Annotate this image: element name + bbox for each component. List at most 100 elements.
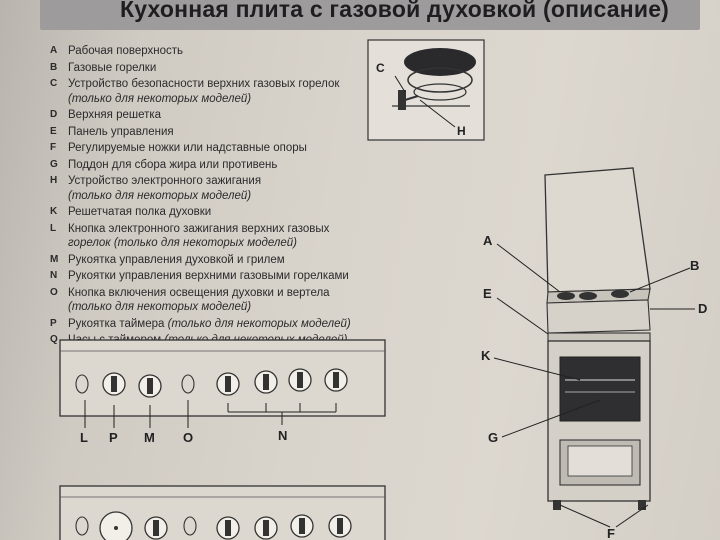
label-c: C bbox=[376, 61, 385, 75]
legend-letter: A bbox=[50, 45, 58, 56]
ignition-button bbox=[75, 374, 89, 394]
legend-letter: M bbox=[50, 253, 59, 265]
legend-text: Рукоятка управления духовкой и грилем bbox=[68, 253, 285, 266]
legend-item: C Устройство безопасности верхних газовых… bbox=[50, 77, 380, 106]
label-p: P bbox=[109, 430, 118, 445]
legend-text: Поддон для сбора жира или противень bbox=[68, 158, 278, 171]
title-bar bbox=[40, 0, 700, 30]
legend-text: Рабочая поверхность bbox=[68, 45, 183, 57]
burner-1 bbox=[557, 292, 575, 300]
oven-knob-grip bbox=[147, 378, 153, 394]
label-d: D bbox=[698, 301, 707, 316]
legend-text: Рукоятки управления верхними газовыми го… bbox=[68, 270, 349, 282]
legend-item: F Регулируемые ножки или надставные опоры bbox=[50, 141, 380, 156]
label-o: O bbox=[183, 430, 193, 445]
legend-text: Кнопка электронного зажигания верхних га… bbox=[68, 222, 330, 235]
burner-knob-4-grip bbox=[333, 372, 339, 388]
control-panel-diagram-2 bbox=[59, 485, 386, 540]
callout-h bbox=[419, 99, 456, 128]
label-g: G bbox=[488, 430, 498, 445]
timer-knob-grip bbox=[111, 376, 117, 392]
legend-item: A Рабочая поверхность bbox=[50, 44, 380, 59]
legend-letter: K bbox=[50, 206, 58, 217]
label-b: B bbox=[690, 258, 699, 273]
ignition-electrode bbox=[404, 95, 419, 101]
legend-text: Устройство безопасности верхних газовых … bbox=[68, 78, 340, 90]
legend-item: G Поддон для сбора жира или противень bbox=[50, 158, 380, 173]
legend-item: B Газовые горелки bbox=[50, 61, 380, 76]
ignition-button-2 bbox=[75, 516, 89, 536]
safety-device bbox=[398, 90, 406, 110]
callout-e bbox=[496, 297, 549, 335]
light-button bbox=[181, 374, 195, 394]
legend-text: Панель управления bbox=[68, 125, 174, 138]
legend-letter: P bbox=[50, 317, 57, 329]
callout-a bbox=[496, 243, 561, 293]
label-f: F bbox=[607, 526, 615, 540]
top-grate bbox=[546, 299, 651, 334]
burner-cap bbox=[404, 48, 476, 76]
legend-item: E Панель управления bbox=[50, 125, 380, 140]
legend-note: (только для некоторых моделей) bbox=[68, 189, 252, 202]
label-k: K bbox=[481, 348, 491, 363]
burner-knob-1-grip bbox=[225, 376, 231, 392]
label-h: H bbox=[457, 124, 466, 138]
legend-letter: D bbox=[50, 109, 58, 120]
legend-text: Газовые горелки bbox=[68, 61, 157, 74]
legend-text: Устройство электронного зажигания bbox=[68, 175, 262, 187]
control-panel bbox=[547, 332, 651, 342]
burner-knob-2-4-grip bbox=[337, 518, 343, 534]
burner-2 bbox=[579, 292, 597, 300]
burner-knob-2-grip bbox=[263, 374, 269, 390]
legend-text: Кнопка включения освещения духовки и вер… bbox=[68, 286, 330, 299]
legend-note: (только для некоторых моделей) bbox=[68, 92, 252, 105]
label-a: A bbox=[483, 233, 493, 248]
page-title: Кухонная плита с газовой духовкой (описа… bbox=[120, 0, 670, 22]
burner-3 bbox=[611, 290, 629, 298]
oven-cavity bbox=[559, 356, 641, 422]
legend-note: горелок (только для некоторых моделей) bbox=[68, 237, 297, 249]
legend-item: P Рукоятка таймера (только для некоторых … bbox=[50, 317, 380, 332]
stove-lid bbox=[544, 167, 651, 293]
legend-letter: B bbox=[50, 61, 58, 73]
foot-left bbox=[553, 500, 561, 510]
callout-f-right bbox=[615, 504, 649, 528]
burner-knob-3-grip bbox=[297, 372, 303, 388]
legend-letter: E bbox=[50, 125, 57, 137]
drawer-window bbox=[567, 445, 633, 477]
legend-text: Рукоятка таймера bbox=[68, 317, 165, 330]
burner-knob-2-2-grip bbox=[263, 520, 269, 536]
callout-b bbox=[629, 267, 691, 293]
legend-letter: L bbox=[50, 222, 57, 234]
callout-f-left bbox=[559, 504, 611, 528]
label-l: L bbox=[80, 430, 88, 445]
legend-text: Регулируемые ножки или надставные опоры bbox=[68, 142, 307, 154]
legend-letter: C bbox=[50, 78, 58, 89]
label-n: N bbox=[278, 428, 287, 443]
legend-letter: O bbox=[50, 286, 58, 298]
stove-diagram: A B D E K G F bbox=[481, 167, 707, 540]
legend-item: D Верхняя решетка bbox=[50, 108, 380, 123]
legend-item: M Рукоятка управления духовкой и грилем bbox=[50, 253, 380, 268]
oven-knob-2-grip bbox=[153, 520, 159, 536]
foot-right bbox=[638, 500, 646, 510]
burner-knob-2-3-grip bbox=[299, 518, 305, 534]
legend-item: L Кнопка электронного зажигания верхних г… bbox=[50, 222, 380, 251]
burner-detail-diagram: C H bbox=[367, 39, 485, 141]
callout-k bbox=[493, 357, 581, 381]
light-button-2 bbox=[183, 516, 197, 536]
label-m: M bbox=[144, 430, 155, 445]
legend-note: (только для некоторых моделей) bbox=[167, 317, 351, 330]
callout-c bbox=[394, 75, 406, 93]
burner-knob-2-1-grip bbox=[225, 520, 231, 536]
legend-letter: G bbox=[50, 158, 58, 170]
burner-ring bbox=[407, 67, 473, 93]
clock-center bbox=[114, 526, 118, 530]
legend-letter: F bbox=[50, 142, 57, 153]
legend-note: (только для некоторых моделей) bbox=[68, 301, 252, 313]
legend-text: Верхняя решетка bbox=[68, 109, 162, 121]
